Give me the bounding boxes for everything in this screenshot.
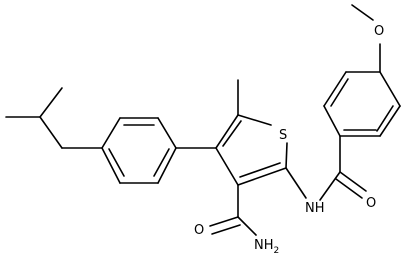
bond [209,216,239,227]
bond [215,114,239,149]
atom-label-amide-nh: NH [305,201,325,216]
bond [351,4,374,21]
bond [237,216,257,236]
bond [157,117,177,149]
bond [157,147,177,184]
bond [330,78,349,107]
bond [101,117,121,149]
bond [239,162,281,178]
bond [222,120,242,147]
atom-label-nh2-subscript: 2 [274,246,280,256]
bond [101,147,121,184]
bond [211,224,241,235]
atom-label-benzoyl-oxygen: O [366,196,376,211]
atom-label-carboxamide-nh2: NH2 [254,238,279,256]
atom-label-nh2-main: NH [254,238,274,253]
atom-label-methoxy-oxygen: O [374,24,384,39]
bond [108,148,125,177]
bond [39,116,63,149]
bond [285,142,288,169]
bond [215,147,239,186]
bond [379,71,401,107]
bond [153,148,170,177]
bond [335,178,363,199]
bond [285,167,307,199]
bond [39,87,63,118]
bond [379,105,401,137]
bond [339,171,367,192]
bond [323,71,347,107]
bond [319,171,341,201]
bond [237,167,287,186]
atom-label-carboxamide-oxygen: O [194,223,204,238]
bond [237,114,272,126]
bond [323,105,341,137]
bond [376,105,394,132]
atom-label-thiophene-sulfur: S [279,128,287,143]
